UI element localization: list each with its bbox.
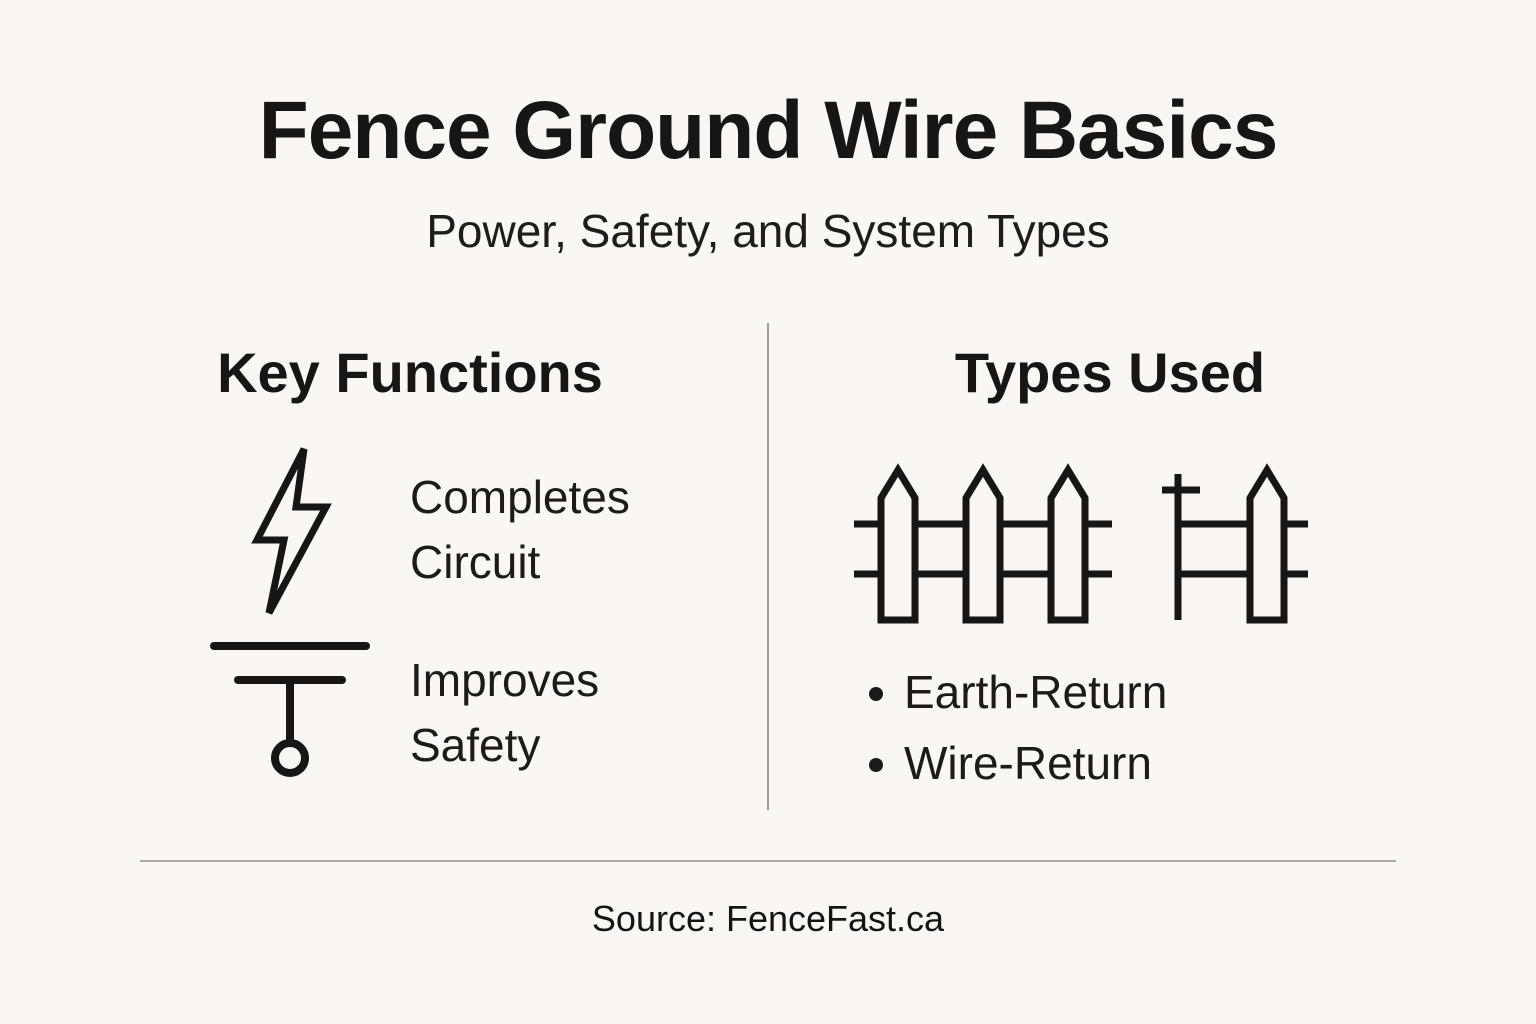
partial-fence-icon (1158, 460, 1310, 626)
page-subtitle: Power, Safety, and System Types (426, 205, 1110, 257)
horizontal-divider (140, 860, 1396, 862)
page-title: Fence Ground Wire Basics (258, 85, 1279, 176)
function-label-completes-circuit: Completes Circuit (410, 471, 630, 589)
type-item-earth-return: Earth-Return (904, 658, 1167, 727)
key-functions-heading: Key Functions (217, 341, 603, 404)
types-used-heading: Types Used (954, 341, 1266, 404)
type-item-wire-return: Wire-Return (904, 729, 1167, 798)
types-used-list: Earth-Return Wire-Return (858, 658, 1167, 800)
source-text: Source: FenceFast.ca (591, 898, 945, 939)
lightning-bolt-icon (238, 443, 342, 621)
vertical-divider (767, 323, 769, 810)
fence-icons-row (852, 460, 1310, 626)
function-label-improves-safety: Improves Safety (410, 654, 600, 772)
ground-symbol-icon (208, 632, 372, 782)
picket-fence-icon (852, 460, 1114, 626)
